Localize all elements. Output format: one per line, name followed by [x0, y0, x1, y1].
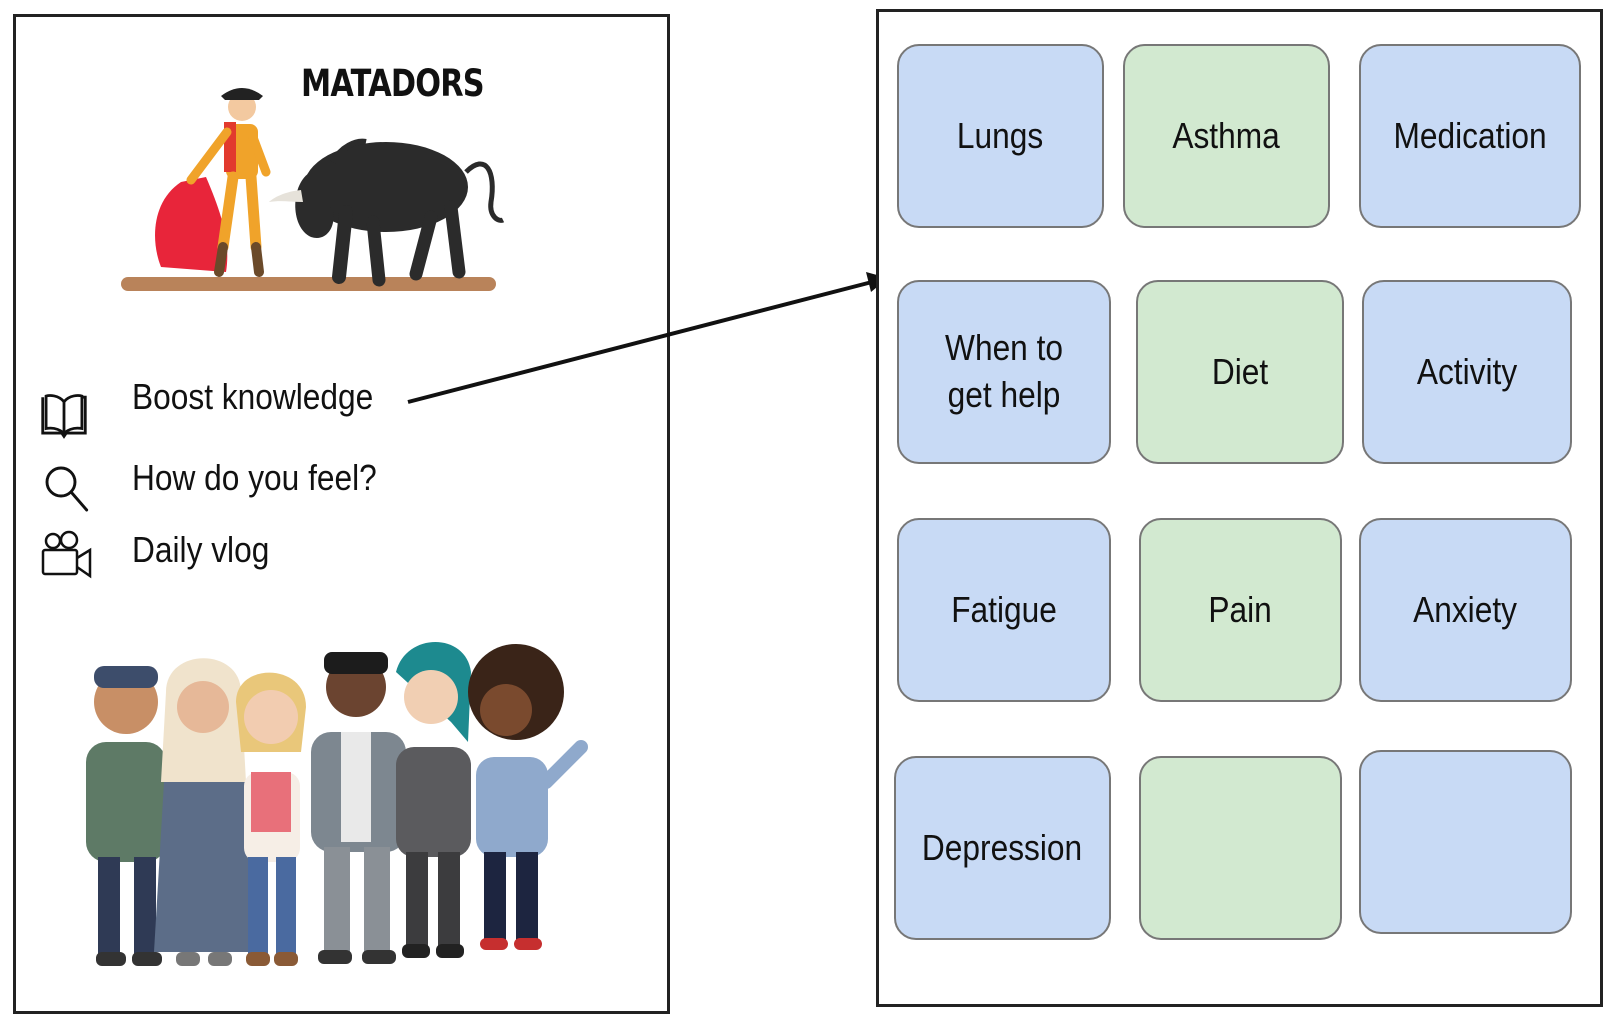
- topic-tile-label: Medication: [1393, 114, 1547, 156]
- topic-tile-activity[interactable]: Activity: [1362, 280, 1572, 464]
- topic-tile-medication[interactable]: Medication: [1359, 44, 1581, 228]
- avatar-person: [154, 658, 256, 966]
- menu-item-how-do-you-feel[interactable]: How do you feel?: [36, 457, 456, 521]
- topic-tile-fatigue[interactable]: Fatigue: [897, 518, 1111, 702]
- search-icon: [45, 466, 89, 512]
- topic-tile-when-to-get-help[interactable]: When to get help: [897, 280, 1111, 464]
- avatar-group-illustration: [86, 642, 588, 966]
- topic-tile-pain[interactable]: Pain: [1139, 518, 1342, 702]
- menu-item-label: Boost knowledge: [132, 376, 374, 417]
- topic-tile-label: Anxiety: [1413, 588, 1518, 630]
- topic-tile-label: Diet: [1211, 350, 1269, 392]
- avatar-person: [396, 642, 471, 958]
- menu-item-label: Daily vlog: [132, 529, 270, 570]
- avatar-person: [311, 652, 406, 964]
- topic-tile-label: Fatigue: [951, 588, 1057, 630]
- avatar-person: [86, 666, 166, 966]
- topic-tile-label: Depression: [922, 826, 1083, 868]
- app-screen-panel: MATADORS Boost knowledg: [13, 14, 670, 1014]
- avatar-person: [236, 672, 306, 966]
- topic-tile-empty[interactable]: [1139, 756, 1342, 940]
- avatar-person: [468, 644, 588, 950]
- topic-tile-depression[interactable]: Depression: [894, 756, 1111, 940]
- topic-tile-empty[interactable]: [1359, 750, 1572, 934]
- topic-tile-label: Asthma: [1172, 114, 1281, 156]
- topic-tile-asthma[interactable]: Asthma: [1123, 44, 1330, 228]
- menu-item-boost-knowledge[interactable]: Boost knowledge: [36, 372, 456, 439]
- topic-tile-label: When to get help: [944, 327, 1063, 415]
- menu-item-daily-vlog[interactable]: Daily vlog: [36, 527, 456, 591]
- topic-tile-label: Lungs: [957, 114, 1044, 156]
- topic-tile-label: Activity: [1416, 350, 1518, 392]
- topic-tile-anxiety[interactable]: Anxiety: [1359, 518, 1572, 702]
- app-title: MATADORS: [301, 62, 485, 105]
- book-icon: [41, 394, 87, 439]
- menu-item-label: How do you feel?: [132, 457, 377, 498]
- topics-screen-panel: Lungs Asthma Medication When to get help…: [876, 9, 1603, 1007]
- video-camera-icon: [41, 530, 92, 579]
- topic-tile-lungs[interactable]: Lungs: [897, 44, 1104, 228]
- topic-tile-diet[interactable]: Diet: [1136, 280, 1344, 464]
- matador-bull-illustration: [121, 88, 505, 291]
- topic-tile-label: Pain: [1208, 588, 1273, 630]
